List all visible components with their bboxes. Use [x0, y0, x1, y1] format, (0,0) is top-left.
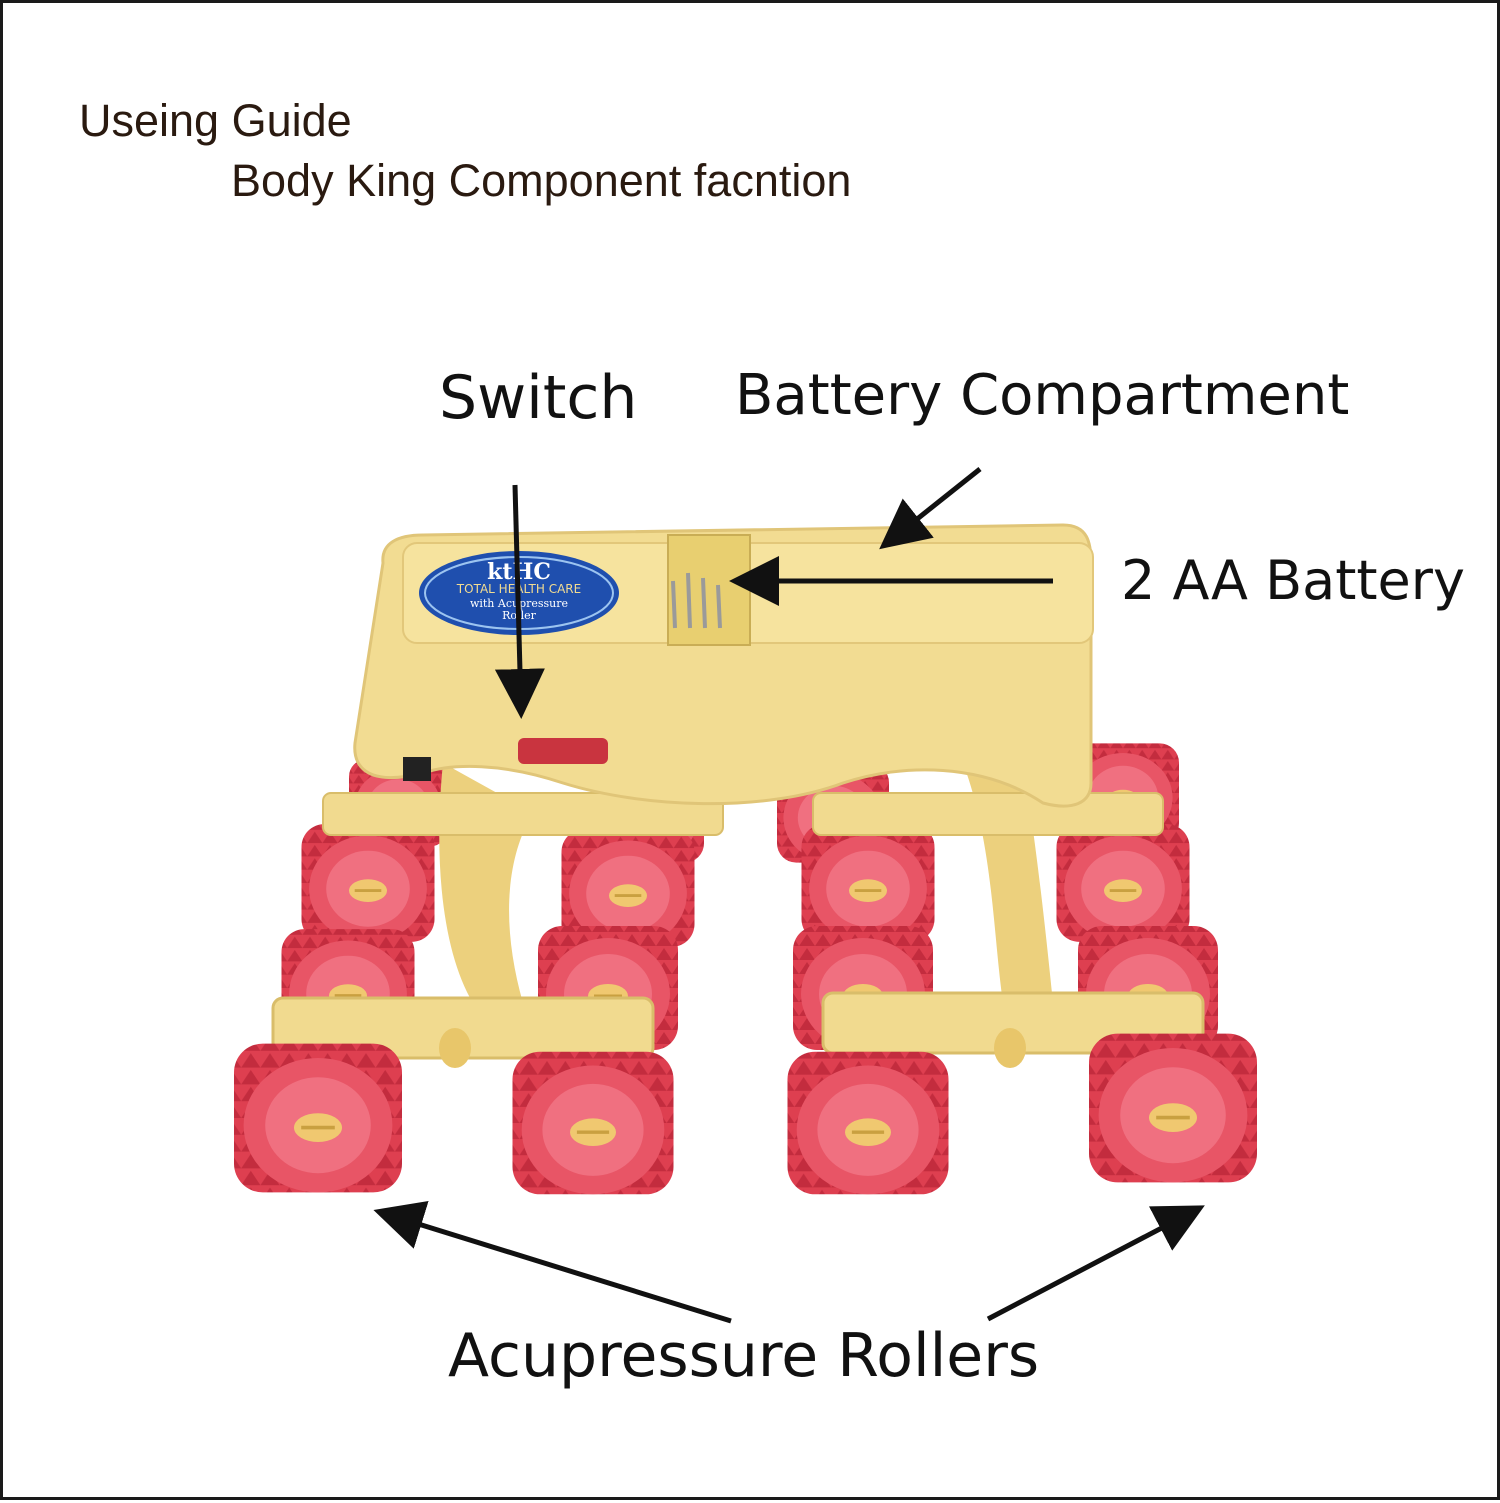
annotation-arrows — [373, 467, 1205, 1324]
battery-compartment-arrow — [879, 467, 982, 550]
rollers-arrow-right — [986, 1205, 1205, 1322]
switch-arrow — [494, 484, 545, 719]
front-rollers — [232, 1031, 1259, 1197]
switch-label: Switch — [439, 363, 638, 433]
battery-label: 2 AA Battery — [1121, 549, 1465, 612]
massager-illustration: ktHC TOTAL HEALTH CARE with Acupressure … — [232, 467, 1259, 1324]
guide-subtitle: Body King Component facntion — [231, 155, 852, 206]
guide-title: Useing Guide — [79, 95, 352, 146]
battery-compartment-label: Battery Compartment — [735, 363, 1350, 428]
rollers-label: Acupressure Rollers — [448, 1321, 1040, 1391]
rollers-arrow-left — [373, 1200, 732, 1324]
